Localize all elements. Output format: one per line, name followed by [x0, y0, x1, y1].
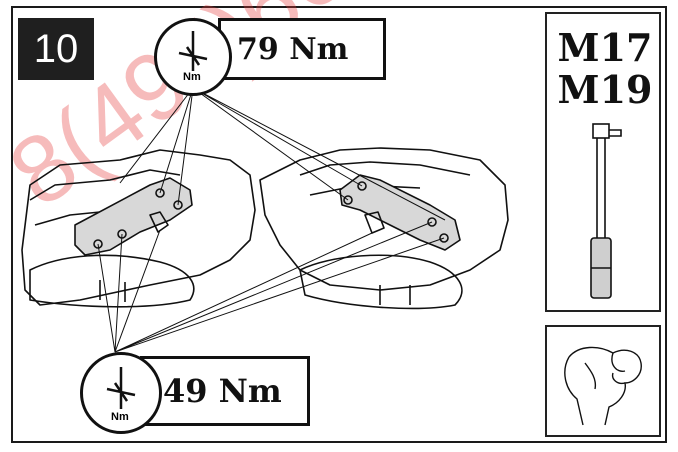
- hand-tighten-panel: [545, 325, 661, 437]
- torque-value-top: 79 Nm: [218, 18, 386, 80]
- torque-wrench-icon: Nm: [154, 18, 232, 96]
- tool-panel: M17 M19: [545, 12, 661, 312]
- torque-unit-label: Nm: [183, 71, 201, 83]
- hand-icon: [564, 346, 642, 426]
- torque-value-bottom: 49 Nm: [140, 356, 310, 426]
- torque-wrench-icon: Nm: [80, 352, 162, 434]
- instruction-frame: [11, 6, 667, 443]
- socket-wrench-icon: [590, 123, 622, 299]
- socket-size-2: M19: [557, 67, 653, 112]
- step-number: 10: [18, 18, 94, 80]
- torque-unit-label: Nm: [111, 411, 129, 423]
- socket-size-1: M17: [557, 25, 653, 70]
